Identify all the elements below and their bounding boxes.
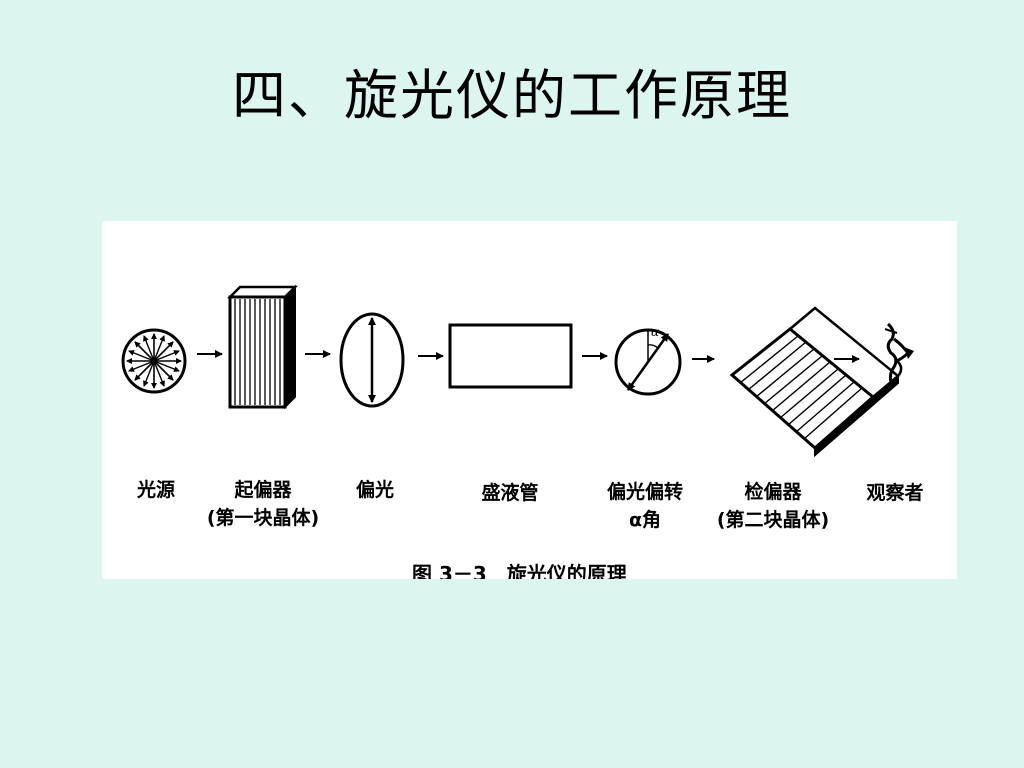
sample-tube-icon <box>448 323 573 389</box>
label-polarizer: 起偏器 (第一块晶体) <box>206 479 320 529</box>
light-source-icon <box>121 328 187 394</box>
label-sample-tube: 盛液管 <box>481 482 539 504</box>
figure-caption: 图 3－3 旋光仪的原理 <box>412 562 627 579</box>
label-light-source: 光源 <box>136 479 176 501</box>
figure-panel: α <box>102 221 957 579</box>
polarizer-icon <box>226 284 299 410</box>
polarized-light-icon <box>339 312 405 408</box>
alpha-angle-label: α <box>651 325 659 339</box>
optical-diagram: α <box>121 284 914 458</box>
rotated-polarization-icon <box>614 328 682 396</box>
eye-icon <box>884 322 914 390</box>
label-observer: 观察者 <box>866 482 924 504</box>
slide-title: 四、旋光仪的工作原理 <box>232 64 792 127</box>
label-polarized-light: 偏光 <box>355 479 395 501</box>
label-analyzer: 检偏器 (第二块晶体) <box>716 481 830 531</box>
label-rotation-angle: 偏光偏转 α角 <box>606 481 684 531</box>
analyzer-icon <box>729 306 900 458</box>
